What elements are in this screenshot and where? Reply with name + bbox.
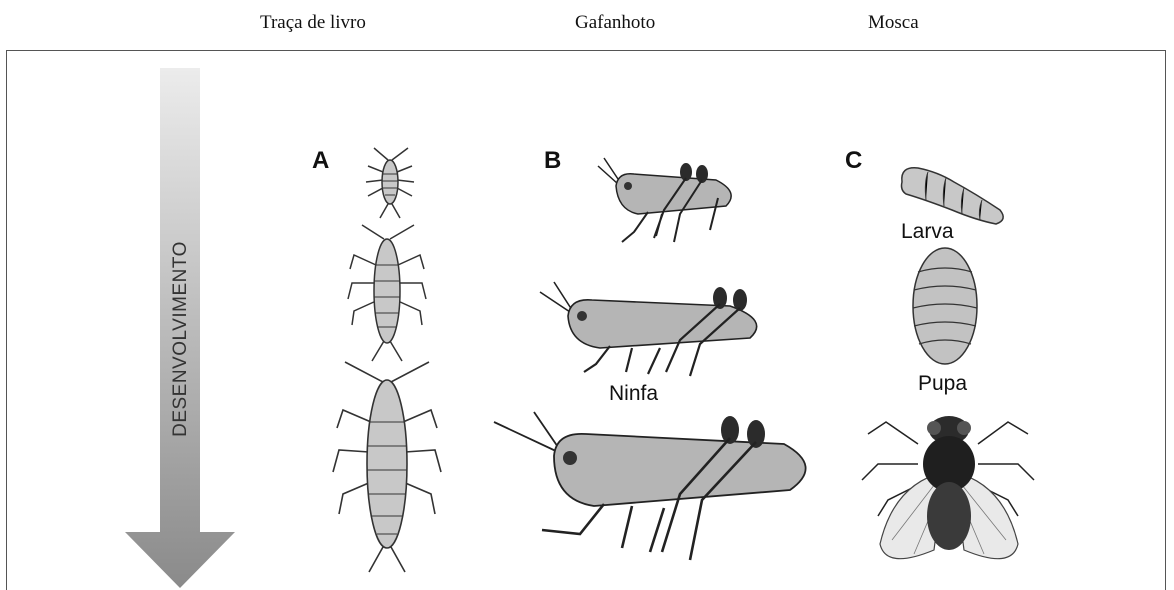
group-letter-b: B — [544, 147, 561, 175]
column-title-grasshopper: Gafanhoto — [575, 12, 655, 34]
bookworm-large-illustration — [325, 362, 450, 572]
development-arrow-label: DESENVOLVIMENTO — [170, 241, 192, 437]
grasshopper-large-illustration — [494, 412, 814, 564]
fly-adult-illustration — [858, 404, 1040, 570]
stage-label-nymph: Ninfa — [609, 382, 658, 406]
group-letter-a: A — [312, 147, 329, 175]
fly-pupa-illustration — [910, 246, 980, 366]
column-title-bookworm: Traça de livro — [260, 12, 366, 34]
header: Traça de livro Gafanhoto Mosca — [0, 0, 1174, 48]
stage-label-pupa: Pupa — [918, 372, 967, 396]
fly-larva-illustration — [896, 160, 1008, 228]
group-letter-c: C — [845, 147, 862, 175]
column-title-fly: Mosca — [868, 12, 919, 34]
stage-label-larva: Larva — [901, 220, 954, 244]
grasshopper-small-illustration — [598, 158, 743, 246]
bookworm-medium-illustration — [342, 225, 432, 361]
bookworm-small-illustration — [360, 148, 420, 220]
grasshopper-medium-illustration — [540, 282, 772, 378]
